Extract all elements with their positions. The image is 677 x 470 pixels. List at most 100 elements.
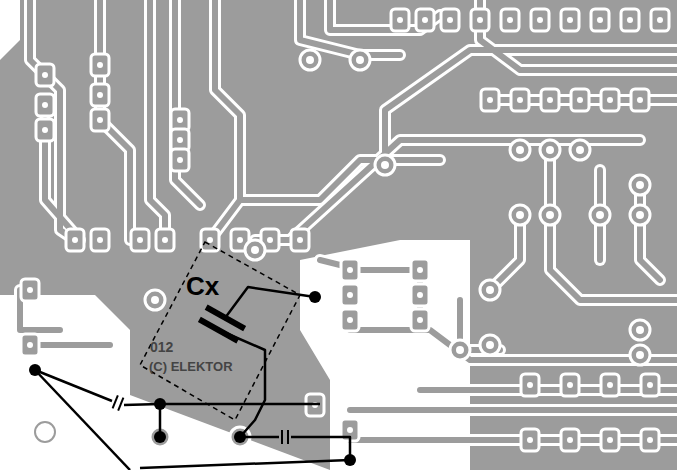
trace-gap [30,339,110,351]
smd-pad [511,89,529,111]
smd-pad [66,229,84,251]
smd-pad [391,9,409,31]
copyright-note: (C) ELEKTOR [149,360,233,373]
pad-hole [517,97,523,103]
through-pad [590,205,610,225]
pad-hole [417,317,423,323]
trace-gap [255,140,640,240]
through-pad [630,320,650,340]
through-pad [350,50,370,70]
solder-dot [154,431,166,443]
copper-trace [30,0,75,240]
trace-gap [320,260,420,270]
component-overlay [29,242,356,470]
part-name: Cx [186,273,219,299]
pad-hole [576,146,584,154]
pad-hole [177,157,183,163]
board-number: 012 [150,340,173,354]
through-pad [450,340,470,360]
pad-hole [567,382,573,388]
through-pad [540,140,560,160]
smd-pad [501,9,519,31]
smd-pad [171,149,189,171]
smd-pad [651,9,669,31]
copper-trace [597,170,603,260]
pad-hole [636,351,644,359]
trace-gap [330,0,440,30]
through-pad [145,290,165,310]
smd-pad [531,9,549,31]
copper-trace [350,330,677,360]
pad-hole [636,326,644,334]
pad-hole [456,346,464,354]
pad-hole [42,72,48,78]
pad-hole [487,97,493,103]
smd-pad [641,429,659,451]
trace-gap [350,404,677,416]
board-area [0,0,20,60]
wire [124,404,320,405]
smd-pad [621,9,639,31]
pad-hole [422,17,428,23]
through-pad [630,205,650,225]
smd-pad [21,279,39,301]
pad-hole [507,17,513,23]
through-pad [300,50,320,70]
copper-trace [490,215,520,290]
copper-trace [215,0,240,200]
smd-pad [631,89,649,111]
pad-hole [647,382,653,388]
copper-trace [640,190,660,280]
pad-hole [637,97,643,103]
pad-hole [27,342,33,348]
pad-hole [567,17,573,23]
smd-pad [36,94,54,116]
pad-hole [527,382,533,388]
through-pad [630,345,650,365]
through-pad [570,140,590,160]
wire [140,460,350,468]
capacitor-cx [198,305,246,344]
pad-hole [27,287,33,293]
copper-trace [550,150,677,300]
pad-hole [486,341,494,349]
through-pad [480,280,500,300]
pad-hole [537,17,543,23]
smd-pad [481,89,499,111]
solder-dot [309,291,321,303]
wire [35,370,112,401]
pad-hole [381,161,389,169]
smd-pad [36,64,54,86]
smd-pad [91,229,109,251]
copper-trace [420,387,677,393]
pad-hole [636,211,644,219]
smd-pad [341,259,359,281]
through-pad [480,335,500,355]
copper-trace [330,0,440,30]
pad-hole [42,102,48,108]
copper-trace [350,437,677,443]
smd-pad [541,89,559,111]
trace-gap [150,0,165,240]
copper-trace [175,0,200,205]
solder-dot [344,454,356,466]
capacitor-symbol [282,430,288,444]
solder-dot [154,398,166,410]
through-pad [245,240,265,260]
pad-hole [547,97,553,103]
solder-dot [234,431,246,443]
pad-hole [486,286,494,294]
pad-hole [306,56,314,64]
smd-pad [341,309,359,331]
pad-hole [567,437,573,443]
pad-hole [356,56,364,64]
through-pad [375,155,395,175]
copper-trace [255,140,640,240]
smd-pad [601,89,619,111]
pad-hole [177,137,183,143]
copper-trace [30,342,110,348]
pad-hole [347,317,353,323]
pad-hole [151,296,159,304]
